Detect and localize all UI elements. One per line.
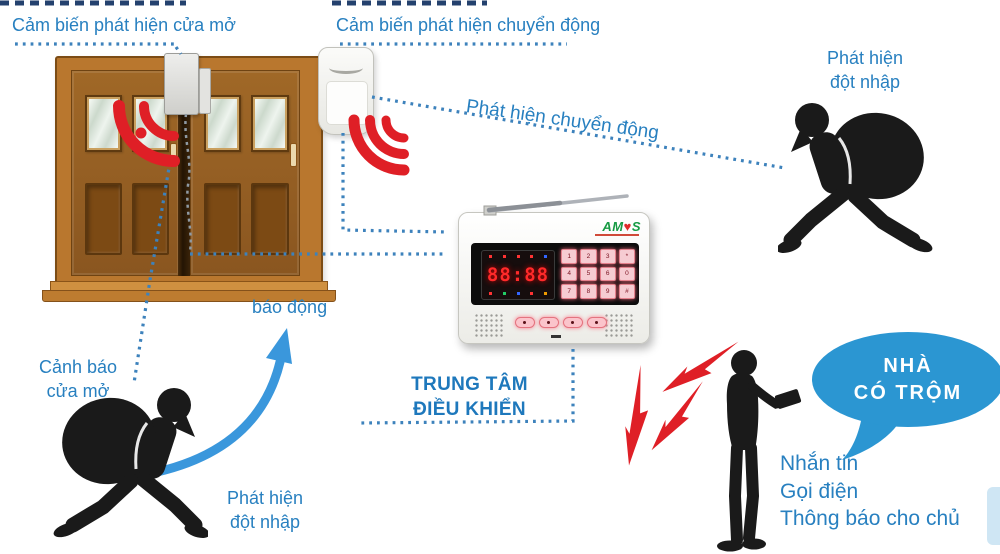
function-button [515,317,535,328]
speech-bubble-line1: NHÀ [883,354,933,377]
motion-sensor-lens [329,62,363,74]
thief-icon-bottom [53,388,208,538]
speaker-grille [474,313,504,339]
speech-bubble: NHÀ CÓ TRỘM [812,332,1000,427]
display-digits: 88:88 [486,264,550,286]
antenna-base-segment [486,200,563,213]
keypad-button: * [618,249,635,264]
door-panel [203,183,242,255]
door-handle [290,143,297,167]
label-motion-sensor: Cảm biến phát hiện chuyển động [336,15,601,35]
brand-tagline [595,234,639,236]
keypad-button: 6 [599,266,616,282]
status-leds [489,292,547,295]
keypad-button: # [618,284,635,299]
heart-icon: ♥ [623,219,632,234]
panel-slot [551,335,561,338]
function-button [539,317,559,328]
label-door-warning: Cảnh báo cửa mở [38,357,118,401]
motion-sensor-icon [318,47,374,135]
lightning-bolt-icon [625,341,739,466]
keypad-button: 4 [561,266,578,282]
keypad-button: 9 [599,284,616,299]
label-intrusion-bottom: Phát hiện đột nhập [226,488,304,532]
door-window [251,95,289,152]
function-button [563,317,583,328]
door-gap [178,70,190,276]
door-label-underline-tail [174,46,183,55]
door-sill [42,290,336,302]
keypad-button: 1 [561,249,578,264]
door-sensor-magnet-icon [199,68,211,114]
dotted-line-panel-to-label [359,349,575,425]
speaker-grille [604,313,634,339]
keypad-button: 5 [580,266,597,282]
alarm-arrow-icon [143,328,292,479]
page-edge-artifact [987,487,1000,545]
led-display: 88:88 [481,250,555,300]
dotted-line-door-to-thief [132,161,172,384]
function-button [587,317,607,328]
thief-icon-top [778,103,933,253]
door-panel [84,183,122,255]
label-control-center: TRUNG TÂM ĐIỀU KHIỂN [411,374,528,421]
brand-logo: AM♥S [602,219,641,234]
keypad-button: 8 [580,284,597,299]
sensor-chain-icon [184,113,192,253]
motion-sensor-faceplate [326,81,368,125]
speech-bubble-tail [842,416,898,460]
door-sensor-icon [164,53,199,115]
owner-icon [717,350,802,552]
status-leds [489,255,547,258]
phone-icon [774,389,802,409]
wifi-signal-icon-motion [348,114,410,176]
label-alarm: báo động [252,297,328,317]
label-intrusion-top: Phát hiện đột nhập [826,48,904,92]
keypad-button: 3 [599,249,616,264]
keypad-button: 0 [618,266,635,282]
keypad-button: 2 [580,249,597,264]
dotted-line-motion-to-panel [341,133,448,234]
keypad-button: 7 [561,284,578,299]
speech-bubble-line2: CÓ TRỘM [853,381,963,404]
wifi-signal-icon-door [113,100,180,167]
label-notify: Nhắn tin Gọi điện Thông báo cho chủ [780,452,960,531]
label-door-sensor: Cảm biến phát hiện cửa mở [12,15,236,35]
